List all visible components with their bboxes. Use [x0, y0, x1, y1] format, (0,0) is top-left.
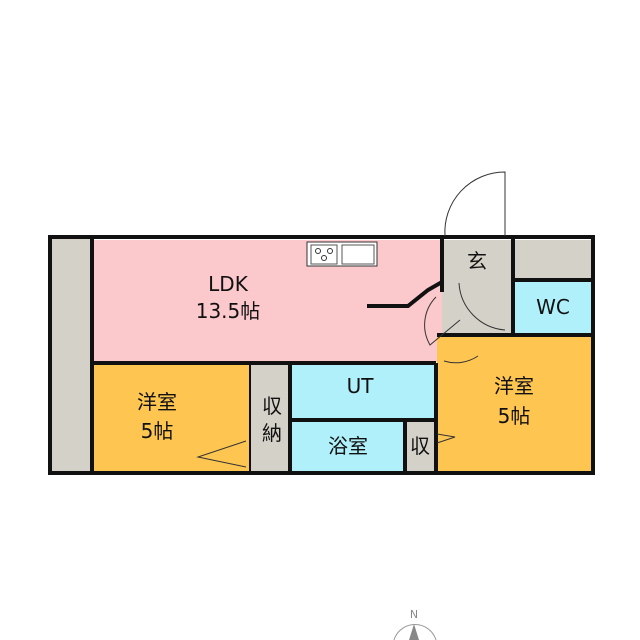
entrance-label: 玄	[467, 249, 487, 273]
ldk-room	[92, 240, 442, 362]
storage-left-label-bottom: 納	[262, 421, 282, 445]
ldk-size: 13.5帖	[196, 299, 261, 323]
western-right-size: 5帖	[498, 404, 531, 428]
western-room-right	[437, 336, 592, 472]
bath-room	[290, 422, 405, 472]
western-left-size: 5帖	[141, 419, 174, 443]
ut-room	[290, 365, 435, 419]
balcony	[52, 238, 92, 473]
sink-icon	[341, 244, 375, 265]
compass-needle-icon	[409, 624, 419, 640]
walls	[48, 235, 595, 475]
wc-room	[514, 282, 592, 333]
compass-north-label: N	[410, 608, 418, 621]
storage-small-label: 収	[410, 434, 430, 458]
compass: N	[393, 608, 437, 640]
ldk-room-extension	[380, 300, 442, 362]
storage-closet-small	[405, 422, 435, 472]
wc-label: WC	[536, 295, 570, 319]
storage-left-label-top: 収	[262, 394, 282, 418]
kitchen-counter	[306, 241, 378, 267]
ldk-label: LDK	[208, 272, 249, 296]
western-room-left	[92, 365, 250, 472]
ut-label: UT	[347, 374, 375, 398]
stove-icon	[310, 244, 338, 265]
western-right-label: 洋室	[494, 374, 534, 398]
western-left-label: 洋室	[137, 390, 177, 414]
entrance-storage	[514, 240, 592, 280]
bath-label: 浴室	[328, 434, 368, 458]
storage-closet-left	[250, 365, 290, 472]
doors	[196, 171, 506, 468]
compass-circle	[393, 624, 437, 640]
